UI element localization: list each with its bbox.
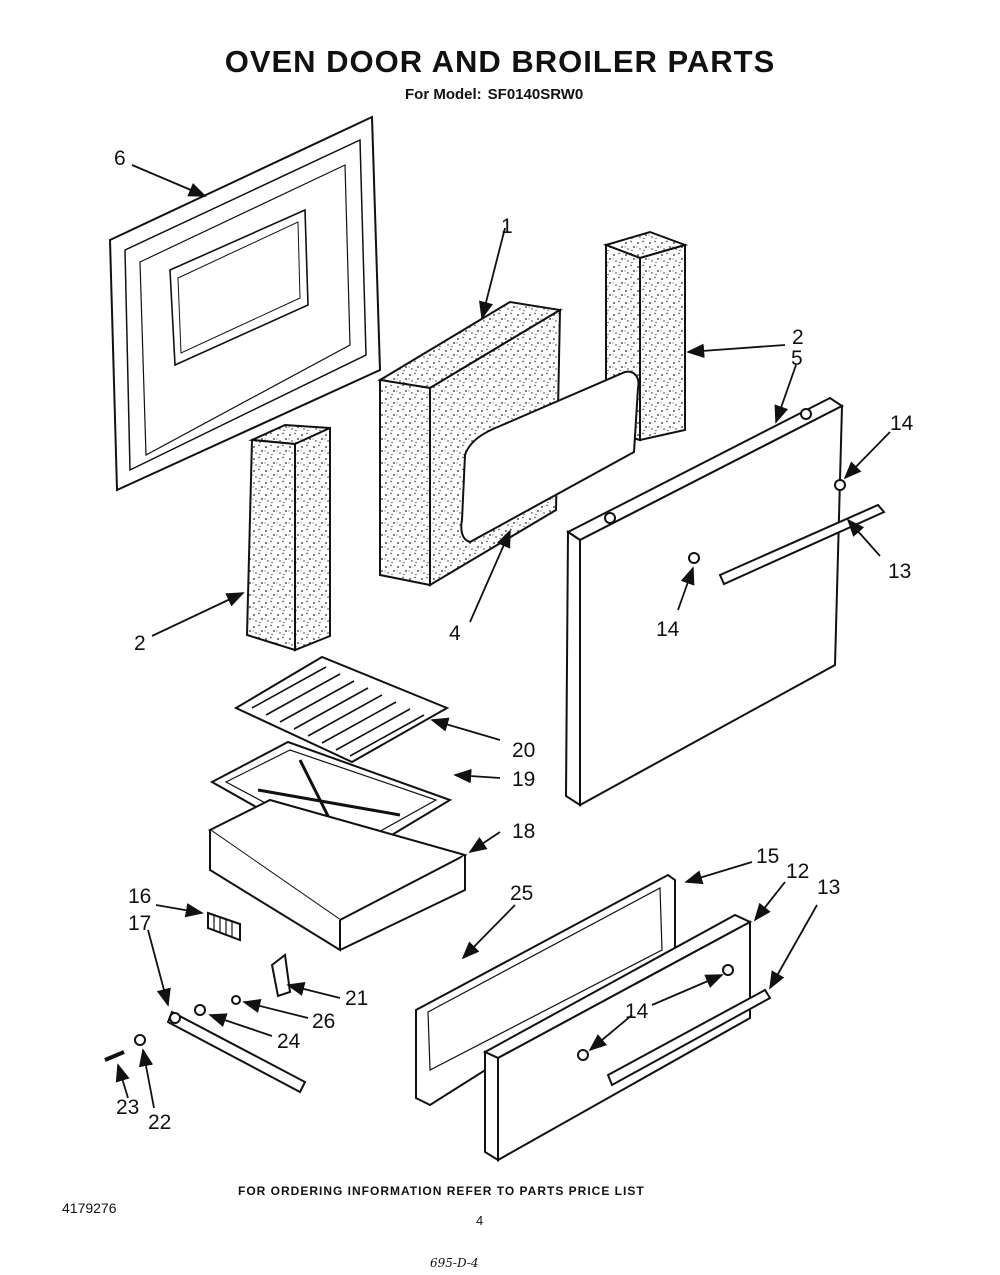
model-label: For Model: <box>405 86 482 103</box>
callout-14-upper-right: 14 <box>890 412 914 435</box>
broiler-grid <box>233 655 450 764</box>
leader-lines <box>115 164 891 1109</box>
page-number: 4 <box>476 1213 484 1228</box>
callout-labels: 6 1 2 5 14 13 14 4 2 20 19 18 15 12 13 1… <box>114 147 914 1134</box>
broiler-pan <box>208 798 468 952</box>
drawer-handle-lower <box>577 964 772 1087</box>
callout-14-upper-left: 14 <box>656 618 680 641</box>
callout-15: 15 <box>756 845 779 868</box>
broiler-rail <box>104 995 307 1094</box>
model-number: SF0140SRW0 <box>487 86 584 103</box>
callout-2-right: 2 <box>792 326 804 349</box>
page-title: OVEN DOOR AND BROILER PARTS <box>224 44 776 79</box>
callout-13-upper: 13 <box>888 560 911 583</box>
latch-clip <box>270 953 292 998</box>
callout-2-left: 2 <box>134 632 146 655</box>
door-handle-upper <box>688 479 886 586</box>
callout-5: 5 <box>791 347 803 370</box>
callout-19: 19 <box>512 768 535 791</box>
insulation-block-left <box>245 423 331 652</box>
inner-door-panel <box>108 115 382 492</box>
document-number: 4179276 <box>62 1200 117 1216</box>
callout-12: 12 <box>786 860 809 883</box>
door-liner <box>460 370 640 544</box>
callout-24: 24 <box>277 1030 301 1053</box>
callout-13-lower: 13 <box>817 876 840 899</box>
callout-23: 23 <box>116 1096 139 1119</box>
drawer-front-panel <box>482 913 753 1162</box>
callout-14-lower: 14 <box>625 1000 649 1023</box>
callout-16: 16 <box>128 885 151 908</box>
callout-22: 22 <box>148 1111 171 1134</box>
callout-25: 25 <box>510 882 533 905</box>
callout-1: 1 <box>501 215 513 238</box>
model-subtitle: For Model: SF0140SRW0 <box>405 86 589 103</box>
callout-20: 20 <box>512 739 535 762</box>
callout-21: 21 <box>345 987 368 1010</box>
ordering-note: FOR ORDERING INFORMATION REFER TO PARTS … <box>238 1184 645 1198</box>
callout-18: 18 <box>512 820 535 843</box>
spring <box>207 911 241 942</box>
handwritten-note: 695-D-4 <box>430 1256 479 1270</box>
outer-door-panel <box>564 396 844 807</box>
callout-6: 6 <box>114 147 126 170</box>
callout-26: 26 <box>312 1010 335 1033</box>
callout-17: 17 <box>128 912 151 935</box>
callout-4: 4 <box>449 622 461 645</box>
